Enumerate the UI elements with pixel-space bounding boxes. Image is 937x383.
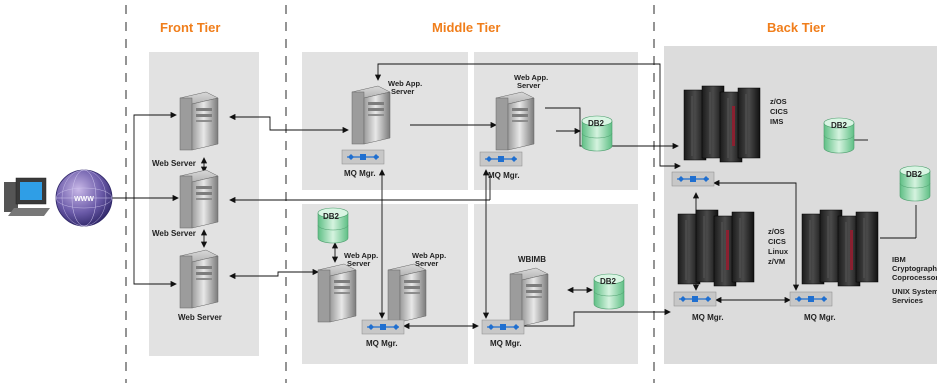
mainframe-icon: [683, 85, 761, 163]
db2-label-1: DB2: [588, 119, 605, 128]
back-tier-title: Back Tier: [767, 20, 825, 35]
db2-label-3: DB2: [600, 277, 617, 286]
mq-mgr-label-6: MQ Mgr.: [804, 313, 836, 322]
globe-icon: WWW: [55, 169, 113, 227]
message-queue-icon: [673, 291, 717, 307]
mq-mgr-label-4: MQ Mgr.: [490, 339, 522, 348]
web-app-server-label-d2: Server: [415, 259, 438, 268]
web-app-server-label-c2: Server: [347, 259, 370, 268]
mainframe1-os-0: z/OS: [770, 97, 787, 106]
web-server-label-1: Web Server: [152, 159, 196, 168]
unix-line-0: UNIX System: [892, 287, 937, 296]
mq-mgr-label-5: MQ Mgr.: [692, 313, 724, 322]
message-queue-icon: [479, 151, 523, 167]
mainframe2-os-0: z/OS: [768, 227, 785, 236]
web-server-label-2: Web Server: [152, 229, 196, 238]
web-app-server-label-a1: Web App.: [388, 79, 422, 88]
connectors: [110, 63, 917, 330]
mq-mgr-label-2: MQ Mgr.: [488, 171, 520, 180]
mq-mgr-label-3: MQ Mgr.: [366, 339, 398, 348]
client-computer-icon: [4, 177, 50, 216]
mainframe2-os-1: CICS: [768, 237, 786, 246]
wbimb-label: WBIMB: [518, 255, 546, 264]
mainframe2-os-2: Linux: [768, 247, 789, 256]
web-server-label-3: Web Server: [178, 313, 222, 322]
crypto-line-1: Cryptographic: [892, 264, 937, 273]
mainframe-icon: [677, 209, 755, 287]
server-icon: [509, 267, 549, 327]
tier-separators: [125, 5, 655, 383]
db2-label-5: DB2: [906, 170, 923, 179]
web-app-server-label-d1: Web App.: [412, 251, 446, 260]
message-queue-icon: [789, 291, 833, 307]
web-app-server-label-b1: Web App.: [514, 73, 548, 82]
front-tier-title: Front Tier: [160, 20, 220, 35]
web-app-server-label-c1: Web App.: [344, 251, 378, 260]
server-icon: [179, 169, 219, 229]
mainframe-icon: [801, 209, 879, 287]
db2-label-2: DB2: [323, 212, 340, 221]
server-icon: [495, 91, 535, 151]
crypto-line-0: IBM: [892, 255, 906, 264]
message-queue-icon: [671, 171, 715, 187]
db2-label-4: DB2: [831, 121, 848, 130]
crypto-line-2: Coprocessor: [892, 273, 937, 282]
message-queue-icon: [481, 319, 525, 335]
message-queue-icon: [361, 319, 405, 335]
mainframe2-os-3: z/VM: [768, 257, 785, 266]
server-icon: [179, 249, 219, 309]
unix-line-1: Services: [892, 296, 923, 305]
mainframe1-os-1: CICS: [770, 107, 788, 116]
server-icon: [179, 91, 219, 151]
message-queue-icon: [341, 149, 385, 165]
web-app-server-label-a2: Server: [391, 87, 414, 96]
server-icon: [351, 85, 391, 145]
server-icon: [387, 263, 427, 323]
mq-mgr-label-1: MQ Mgr.: [344, 169, 376, 178]
globe-label: WWW: [74, 196, 94, 203]
web-app-server-label-b2: Server: [517, 81, 540, 90]
mainframe1-os-2: IMS: [770, 117, 783, 126]
server-icon: [317, 263, 357, 323]
middle-tier-title: Middle Tier: [432, 20, 500, 35]
